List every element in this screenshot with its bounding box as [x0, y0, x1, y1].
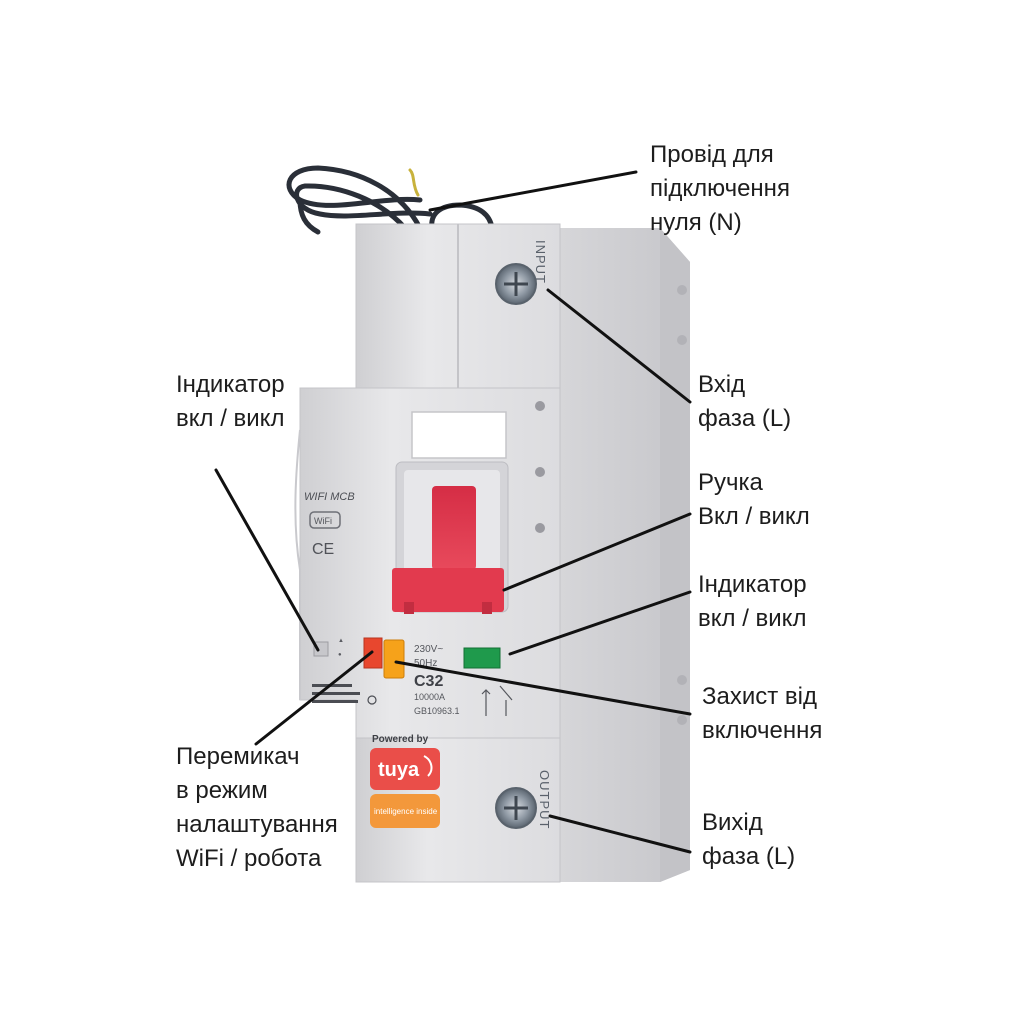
svg-text:▲: ▲	[338, 638, 344, 644]
leader-protection	[394, 660, 692, 716]
leader-indicator-left	[214, 468, 320, 652]
bottom-terminal-block: OUTPUT Powered by tuya intelligence insi…	[355, 734, 561, 883]
leader-handle	[502, 512, 692, 592]
callout-handle: Ручка Вкл / викл	[698, 469, 810, 530]
front-module: WIFI MCB WiFi CE ▲ ● 230V~ 50Hz C32	[294, 387, 561, 739]
input-terminal-label: INPUT	[533, 240, 548, 284]
ce-mark: CE	[312, 541, 334, 558]
leader-mode-switch	[254, 650, 374, 746]
leader-neutral-wire	[428, 170, 638, 212]
callout-input-phase: Вхід фаза (L)	[698, 371, 792, 432]
leader-output-phase	[548, 814, 692, 854]
breaker-side	[560, 228, 690, 882]
label-window	[411, 411, 507, 459]
output-terminal-label: OUTPUT	[537, 770, 552, 829]
indicator-led-right	[463, 647, 501, 669]
callout-protection: Захист від включення	[702, 683, 823, 744]
tuya-badge: Powered by tuya intelligence inside	[370, 734, 440, 828]
svg-text:WiFi: WiFi	[314, 516, 332, 526]
svg-text:●: ●	[338, 652, 342, 658]
callout-indicator-right: Індикатор вкл / викл	[698, 571, 807, 632]
leader-indicator-right	[508, 590, 692, 656]
model-label: WIFI MCB	[304, 491, 355, 503]
breaking-capacity-text: 10000A	[414, 692, 445, 702]
tuya-tagline: intelligence inside	[374, 807, 438, 816]
rating-text: C32	[414, 673, 443, 690]
wifi-mark: WiFi	[309, 511, 341, 529]
top-terminal-block: INPUT	[355, 223, 561, 389]
callout-indicator-left: Індикатор вкл / викл	[176, 371, 285, 432]
callout-output-phase: Вихід фаза (L)	[702, 809, 796, 870]
standard-text: GB10963.1	[414, 706, 460, 716]
callout-mode-switch: Перемикач в режим налаштування WiFi / ро…	[176, 743, 338, 872]
indicator-led-left	[313, 641, 329, 657]
protection-toggle[interactable]	[383, 639, 405, 679]
neutral-wire	[286, 165, 495, 235]
leader-input-phase	[546, 288, 692, 404]
callout-neutral-wire: Провід для підключення нуля (N)	[650, 141, 790, 236]
leader-lines	[214, 170, 692, 854]
breaker-handle[interactable]	[392, 486, 504, 614]
frequency-text: 50Hz	[414, 658, 437, 669]
tuya-logo: tuya	[378, 759, 420, 781]
voltage-text: 230V~	[414, 644, 443, 655]
powered-by-text: Powered by	[372, 734, 429, 745]
